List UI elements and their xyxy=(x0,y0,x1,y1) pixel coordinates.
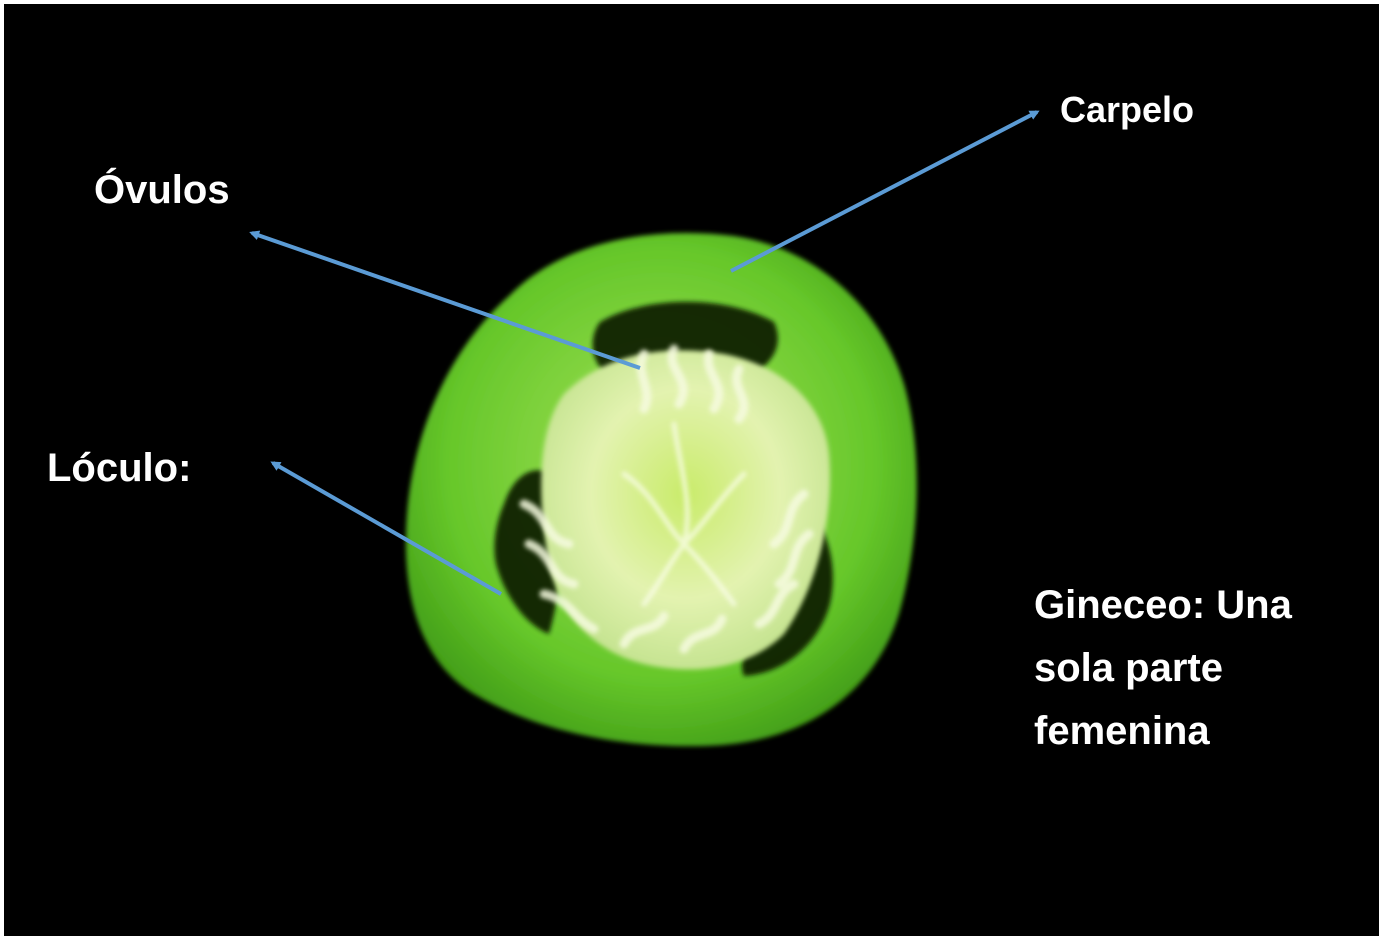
caption-line-3: femenina xyxy=(1034,700,1364,763)
label-carpelo: Carpelo xyxy=(1060,88,1194,131)
arrow-carpelo xyxy=(731,112,1037,271)
caption-gineceo: Gineceo: Una sola parte femenina xyxy=(1034,574,1364,763)
caption-line-1: Gineceo: Una xyxy=(1034,574,1364,637)
label-ovulos: Óvulos xyxy=(94,166,230,214)
caption-line-2: sola parte xyxy=(1034,637,1364,700)
slide-canvas: Carpelo Óvulos Lóculo: Gineceo: Una sola… xyxy=(4,4,1379,936)
ovary-cross-section-figure xyxy=(4,4,1379,936)
label-loculo: Lóculo: xyxy=(47,444,191,492)
